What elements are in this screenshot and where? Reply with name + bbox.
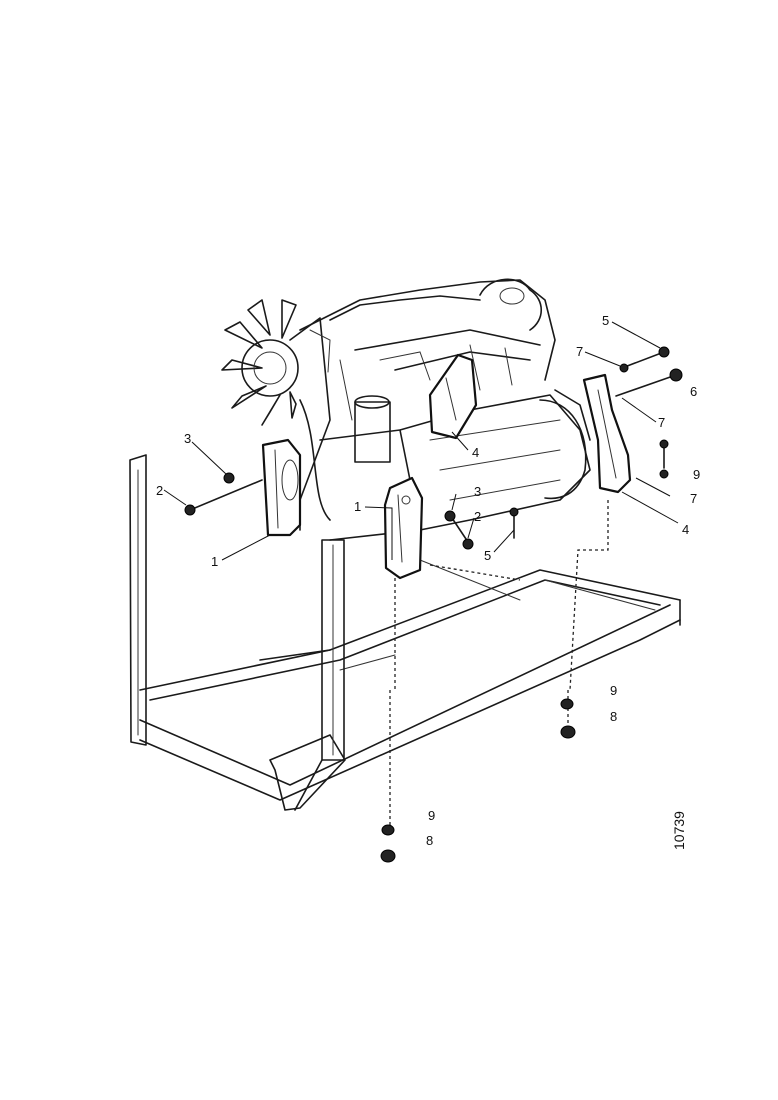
callout-9-right: 9 bbox=[610, 683, 617, 698]
callout-8-mid: 8 bbox=[426, 833, 433, 848]
callout-5-top: 5 bbox=[602, 313, 609, 328]
callout-8-right: 8 bbox=[610, 709, 617, 724]
drawing-reference-number: 10739 bbox=[671, 811, 687, 850]
callout-1-left: 1 bbox=[211, 554, 218, 569]
alignment-lines bbox=[389, 500, 609, 828]
fasteners bbox=[184, 346, 683, 863]
front-mount-bracket-mid bbox=[383, 476, 424, 580]
callout-6-right: 6 bbox=[690, 384, 697, 399]
callout-3-mid: 3 bbox=[474, 484, 481, 499]
callout-2-mid: 2 bbox=[474, 509, 481, 524]
callout-3-left: 3 bbox=[184, 431, 191, 446]
front-mount-bracket-left bbox=[261, 438, 302, 537]
callout-4-right: 4 bbox=[682, 522, 689, 537]
rear-mount-bracket-right bbox=[582, 373, 632, 494]
callout-5-mid: 5 bbox=[484, 548, 491, 563]
callout-2-left: 2 bbox=[156, 483, 163, 498]
callout-4-mid: 4 bbox=[472, 445, 479, 460]
leader-lines bbox=[163, 321, 679, 561]
callout-7-b: 7 bbox=[658, 415, 665, 430]
callout-1-mid: 1 bbox=[354, 499, 361, 514]
engine-block bbox=[221, 278, 591, 541]
callout-7-a: 7 bbox=[576, 344, 583, 359]
engine-bracket-upper bbox=[428, 353, 478, 440]
callout-9-side: 9 bbox=[693, 467, 700, 482]
callout-7-c: 7 bbox=[690, 491, 697, 506]
callout-labels: 1 1 2 2 3 3 4 4 5 5 6 7 7 7 8 8 9 9 9 bbox=[156, 313, 700, 848]
callout-9-mid: 9 bbox=[428, 808, 435, 823]
